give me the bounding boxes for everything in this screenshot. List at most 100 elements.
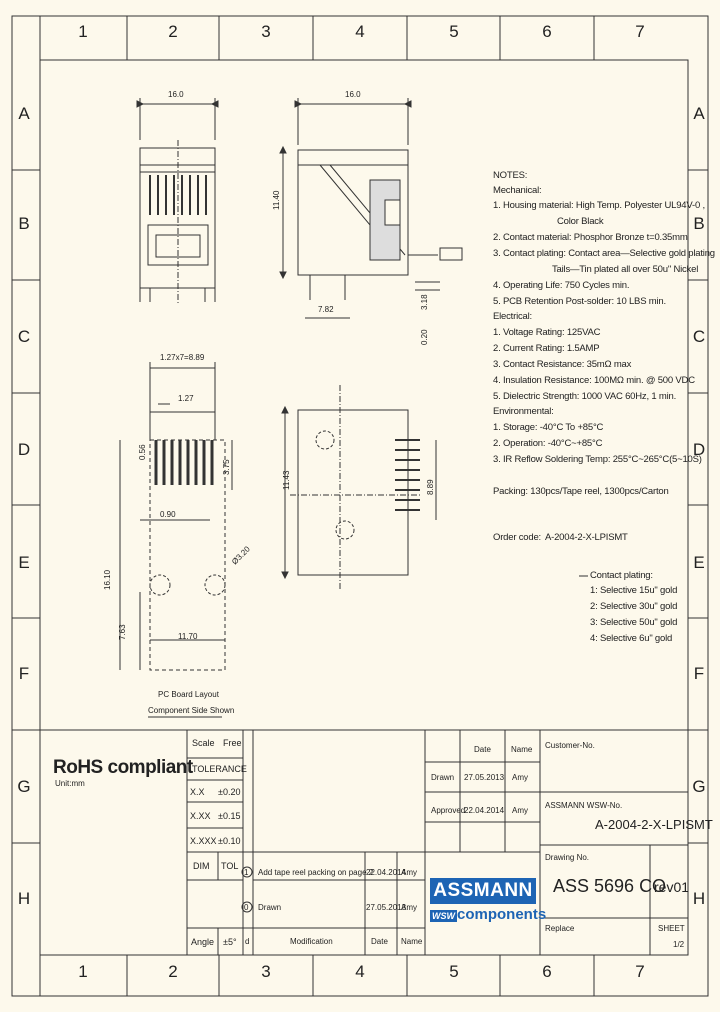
rev-header-modification: Modification (290, 937, 333, 946)
bottom-view (281, 385, 437, 590)
notes-line: 2. Operation: -40°C~+85°C (493, 438, 603, 449)
notes-line: 2. Contact material: Phosphor Bronze t=0… (493, 232, 688, 243)
order-code: A-2004-2-X-LPISMT (545, 532, 628, 543)
row-label: B (693, 214, 705, 233)
angle-label: Angle (191, 937, 215, 947)
tol-value: ±0.20 (218, 787, 241, 797)
dim-label: 3.18 (420, 294, 429, 310)
dim-label: 16.0 (345, 90, 361, 99)
revision-text: Drawn (258, 903, 282, 912)
scale-label: Scale (192, 738, 215, 748)
dim-label: 8.89 (426, 479, 435, 495)
notes-line: 1. Storage: -40°C To +85°C (493, 422, 604, 433)
side-view (279, 98, 463, 319)
rev-header-date: Date (371, 937, 388, 946)
plating-option: 3: Selective 50u" gold (590, 617, 678, 628)
revision-number: 1 (244, 868, 249, 877)
plating-option: 4: Selective 6u" gold (590, 633, 673, 644)
scale-value: Free (223, 738, 242, 748)
notes-line: Tails—Tin plated all over 50u" Nickel (552, 264, 699, 275)
notes-line: Color Black (557, 216, 604, 227)
notes-heading: Environmental: (493, 406, 554, 417)
approved-name: Amy (512, 806, 528, 815)
name-header: Name (511, 745, 533, 754)
notes-line: 4. Insulation Resistance: 100MΩ min. @ 5… (493, 375, 695, 386)
rev-header-name: Name (401, 937, 423, 946)
tolerance-label: TOLERANCE (192, 764, 247, 774)
sheet-value: 1/2 (673, 940, 685, 949)
pcb-caption: Component Side Shown (148, 706, 235, 715)
col-label: 2 (168, 22, 178, 41)
notes-line: 1. Housing material: High Temp. Polyeste… (493, 200, 705, 211)
row-label: D (692, 440, 706, 459)
revision-name: Amy (401, 868, 417, 877)
rohs-title: RoHS compliant (53, 757, 193, 778)
pcb-layout-view (119, 362, 233, 671)
drawn-date: 27.05.2013 (464, 773, 505, 782)
row-label: G (692, 777, 706, 796)
col-label: 2 (168, 962, 178, 981)
dim-label: 11.40 (272, 190, 281, 210)
plating-option: 1: Selective 15u" gold (590, 585, 678, 596)
row-label: B (18, 214, 30, 233)
dim-label: 16.0 (168, 90, 184, 99)
tol-value: ±0.15 (218, 811, 241, 821)
col-label: 6 (542, 962, 552, 981)
notes-line: 1. Voltage Rating: 125VAC (493, 327, 601, 338)
approved-label: Approved (431, 806, 466, 815)
customer-no-label: Customer-No. (545, 741, 595, 750)
col-label: 3 (261, 962, 271, 981)
dim-label: DIM (193, 861, 210, 871)
col-label: 5 (449, 962, 459, 981)
row-label: A (18, 104, 30, 123)
logo-components: components (457, 906, 547, 923)
tol-format: X.X (190, 787, 205, 797)
tol-label: TOL (221, 861, 239, 871)
row-label: C (17, 327, 31, 346)
col-label: 3 (261, 22, 271, 41)
approved-date: 22.04.2014 (464, 806, 505, 815)
sheet-label: SHEET (658, 924, 685, 933)
col-label: 1 (78, 962, 88, 981)
front-view (136, 98, 219, 305)
dim-label: 3.75 (222, 459, 231, 475)
drawing-no: ASS 5696 CO (553, 876, 667, 896)
row-label: G (17, 777, 31, 796)
plating-option: 2: Selective 30u" gold (590, 601, 678, 612)
tol-format: X.XX (190, 811, 211, 821)
revision-code: rev01 (654, 879, 690, 895)
notes-line: 2. Current Rating: 1.5AMP (493, 343, 600, 354)
dim-label: 0.20 (420, 329, 429, 345)
angle-value: ±5° (223, 937, 237, 947)
dim-label: 1.27 (178, 394, 194, 403)
assmann-no: A-2004-2-X-LPISMT (595, 817, 713, 832)
notes-line: 5. PCB Retention Post-solder: 10 LBS min… (493, 296, 666, 307)
notes-title: NOTES: (493, 170, 528, 181)
dim-label: 11.43 (282, 470, 291, 490)
col-label: 6 (542, 22, 552, 41)
row-label: H (692, 889, 706, 908)
dim-label: 0.90 (160, 510, 176, 519)
row-label: E (18, 553, 30, 572)
rohs-unit: Unit:mm (55, 779, 85, 788)
drawing-no-label: Drawing No. (545, 853, 590, 862)
assmann-no-label: ASSMANN WSW-No. (545, 801, 623, 810)
dim-label: 16.10 (103, 569, 112, 590)
dim-label: 1.27x7=8.89 (160, 353, 205, 362)
col-label: 5 (449, 22, 459, 41)
notes-line: Packing: 130pcs/Tape reel, 1300pcs/Carto… (493, 486, 669, 497)
revision-date: 22.04.2014 (366, 868, 407, 877)
row-label: H (17, 889, 31, 908)
col-label: 7 (635, 962, 645, 981)
notes-heading: Mechanical: (493, 185, 542, 196)
notes-line: 3. Contact plating: Contact area—Selecti… (493, 248, 715, 259)
drawn-label: Drawn (431, 773, 455, 782)
row-label: C (692, 327, 706, 346)
order-code-label: Order code: (493, 532, 541, 543)
revision-name: Amy (401, 903, 417, 912)
row-label: A (693, 104, 705, 123)
dim-label: 7.82 (318, 305, 334, 314)
date-header: Date (474, 745, 491, 754)
notes-line: 3. Contact Resistance: 35mΩ max (493, 359, 632, 370)
notes-line: 4. Operating Life: 750 Cycles min. (493, 280, 630, 291)
